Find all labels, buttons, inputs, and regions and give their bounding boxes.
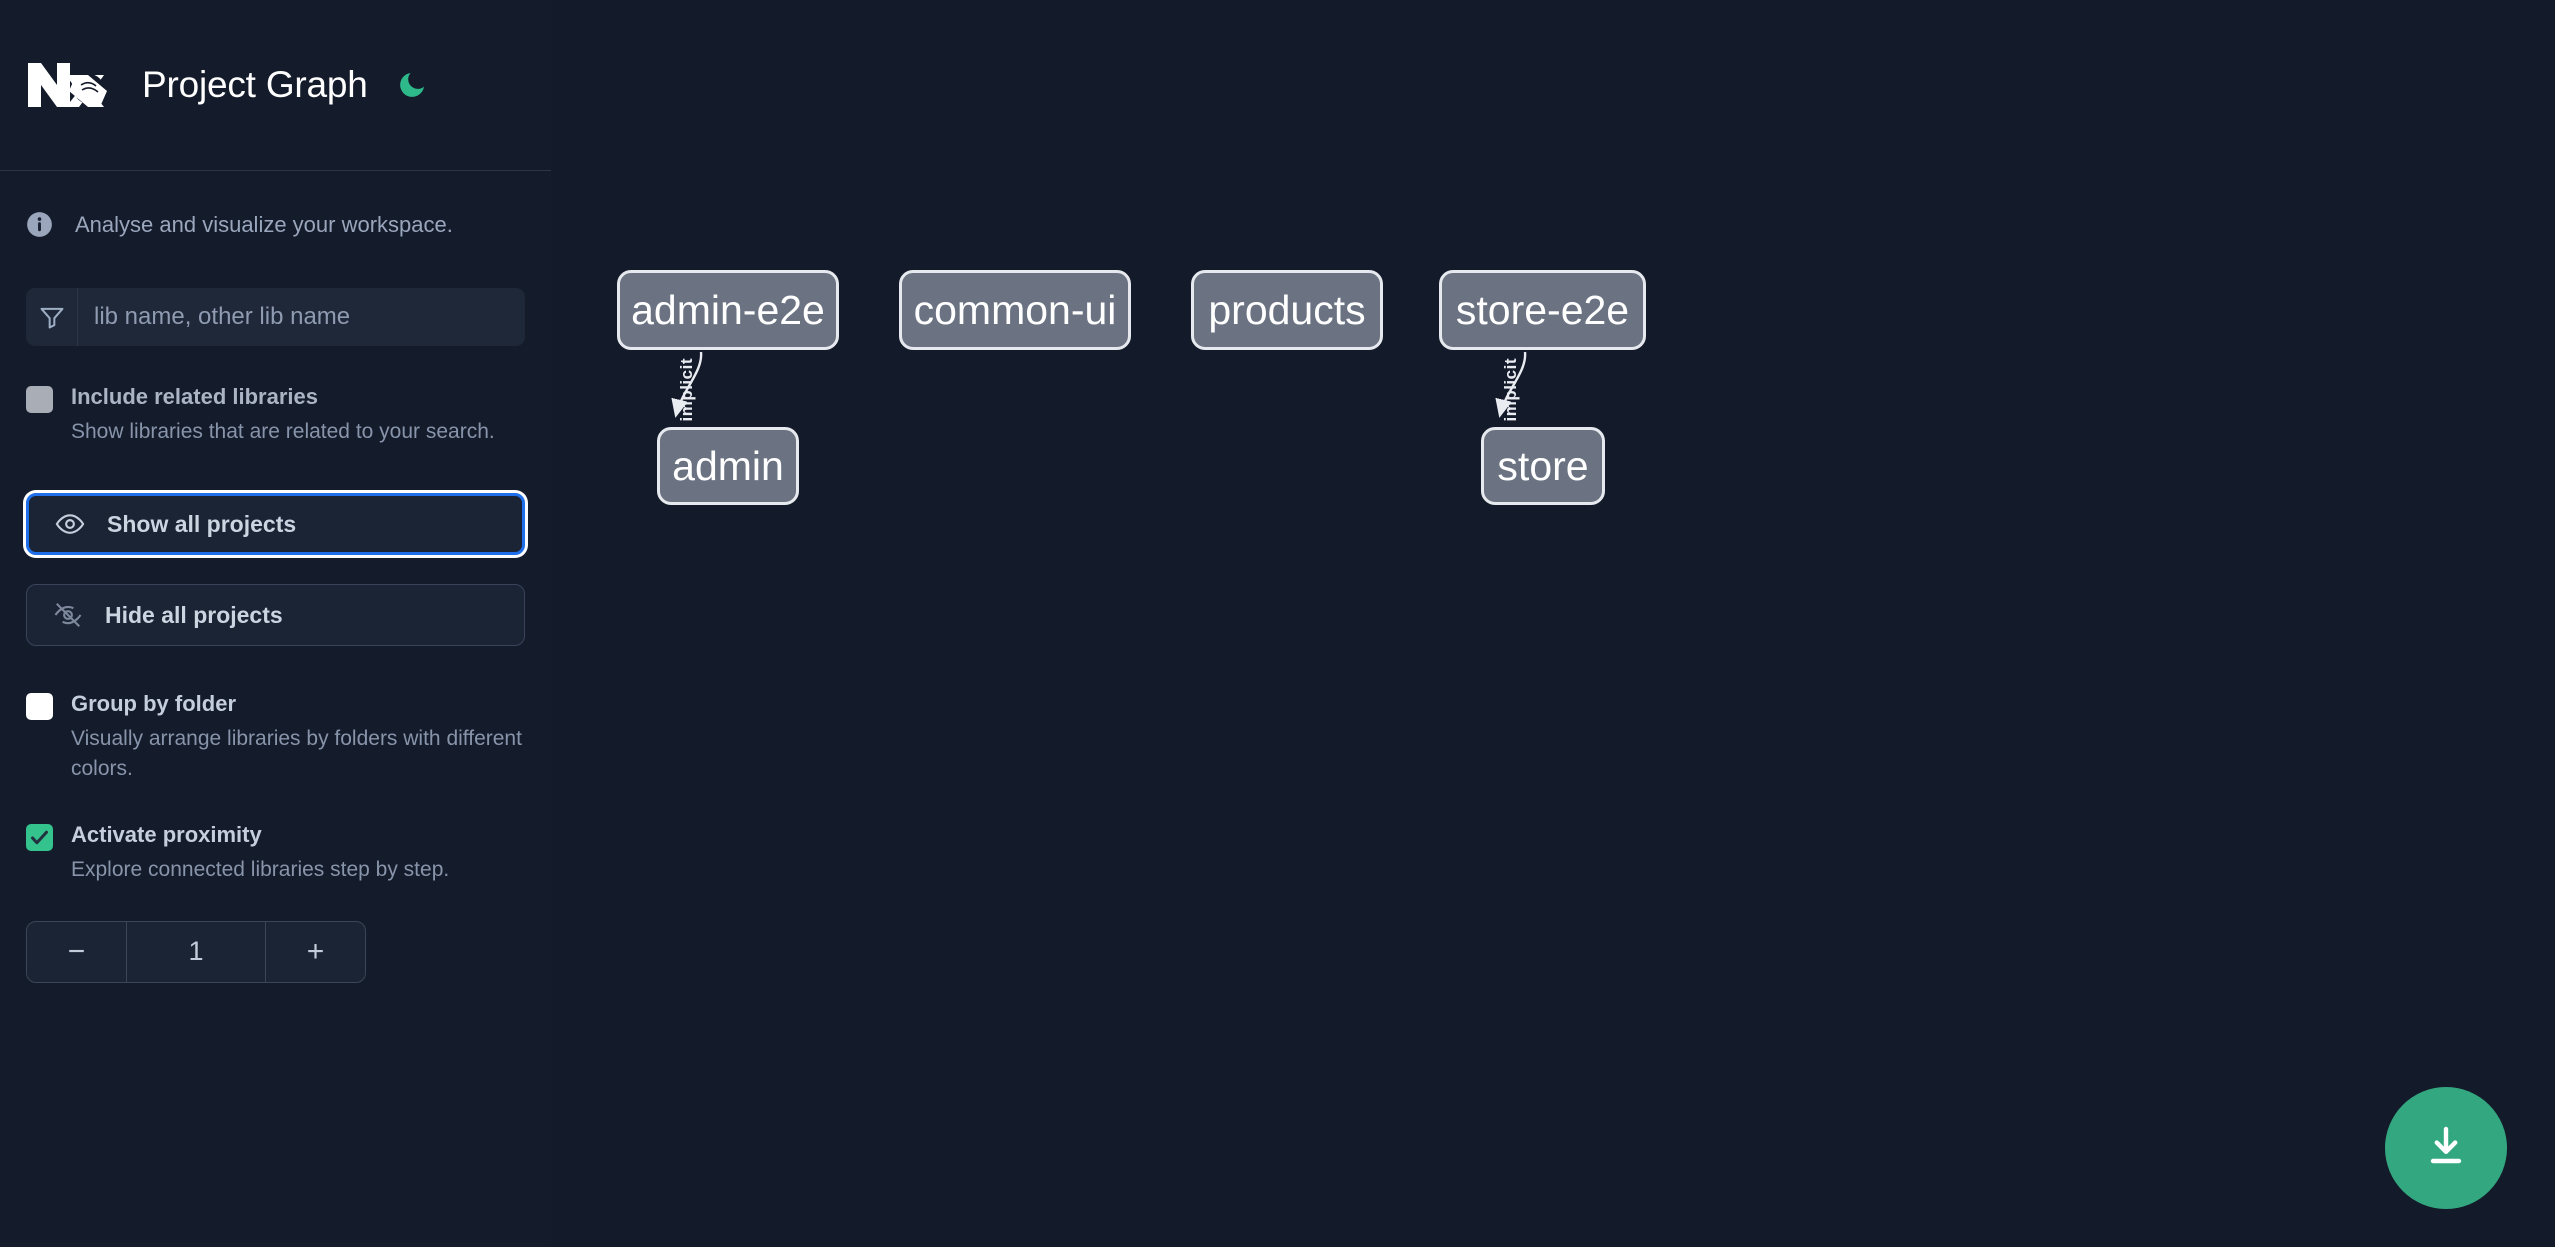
node-label: admin-e2e [631, 286, 825, 333]
hide-all-projects-label: Hide all projects [105, 601, 283, 628]
sidebar: Project Graph Analyse and visualize your… [0, 0, 551, 1247]
option-label: Include related libraries [71, 384, 318, 409]
checkbox-group-by-folder[interactable] [26, 693, 53, 721]
info-icon [26, 211, 53, 238]
stepper-value: 1 [188, 936, 204, 967]
option-description: Show libraries that are related to your … [71, 419, 495, 443]
graph-edges [551, 351, 1527, 1247]
graph-node-admin[interactable]: admin [657, 427, 799, 505]
node-label: common-ui [913, 286, 1117, 333]
download-icon [2422, 1123, 2470, 1174]
graph-node-products[interactable]: products [1191, 270, 1383, 350]
option-description: Visually arrange libraries by folders wi… [71, 726, 522, 780]
graph-node-store-e2e[interactable]: store-e2e [1439, 270, 1646, 350]
workspace-info-text: Analyse and visualize your workspace. [75, 211, 453, 237]
filter-funnel-icon [26, 288, 78, 346]
node-label: products [1208, 286, 1366, 333]
stepper-decrement-button[interactable]: − [27, 921, 127, 982]
show-all-projects-button[interactable]: Show all projects [26, 493, 525, 556]
header-divider [0, 170, 551, 171]
graph-node-store[interactable]: store [1481, 427, 1605, 505]
eye-off-icon [53, 600, 83, 630]
eye-icon [55, 509, 85, 539]
sidebar-header: Project Graph [0, 0, 551, 170]
node-label: admin [672, 442, 784, 489]
workspace-info: Analyse and visualize your workspace. [0, 171, 551, 278]
option-label: Group by folder [71, 691, 236, 717]
search-input[interactable] [78, 288, 525, 346]
nx-logo-icon [26, 59, 108, 111]
option-description: Explore connected libraries step by step… [71, 857, 450, 881]
proximity-stepper[interactable]: − 1 + [26, 920, 366, 983]
option-include-related-libraries[interactable]: Include related libraries Show libraries… [26, 383, 525, 446]
option-label: Activate proximity [71, 822, 262, 848]
stepper-increment-button[interactable]: + [265, 921, 365, 982]
edge-label-implicit-admin: implicit [677, 358, 696, 422]
page-title: Project Graph [142, 64, 368, 105]
checkbox-include-related-libraries[interactable] [26, 386, 53, 413]
graph-node-common-ui[interactable]: common-ui [899, 270, 1131, 350]
filter-box[interactable] [26, 288, 525, 346]
node-label: store [1497, 442, 1589, 489]
sidebar-body: Include related libraries Show libraries… [0, 288, 551, 983]
node-label: store-e2e [1455, 286, 1630, 333]
edge-label-implicit-store: implicit [1501, 358, 1520, 422]
graph-node-admin-e2e[interactable]: admin-e2e [617, 270, 839, 350]
graph-canvas[interactable]: admin-e2e common-ui products store-e2e a… [551, 0, 2555, 1247]
download-graph-button[interactable] [2385, 1087, 2507, 1209]
option-group-by-folder[interactable]: Group by folder Visually arrange librari… [26, 690, 525, 783]
show-all-projects-label: Show all projects [107, 510, 297, 537]
checkbox-activate-proximity[interactable] [26, 824, 53, 852]
moon-icon[interactable] [394, 67, 430, 103]
option-activate-proximity[interactable]: Activate proximity Explore connected lib… [26, 821, 525, 884]
hide-all-projects-button[interactable]: Hide all projects [26, 584, 525, 647]
